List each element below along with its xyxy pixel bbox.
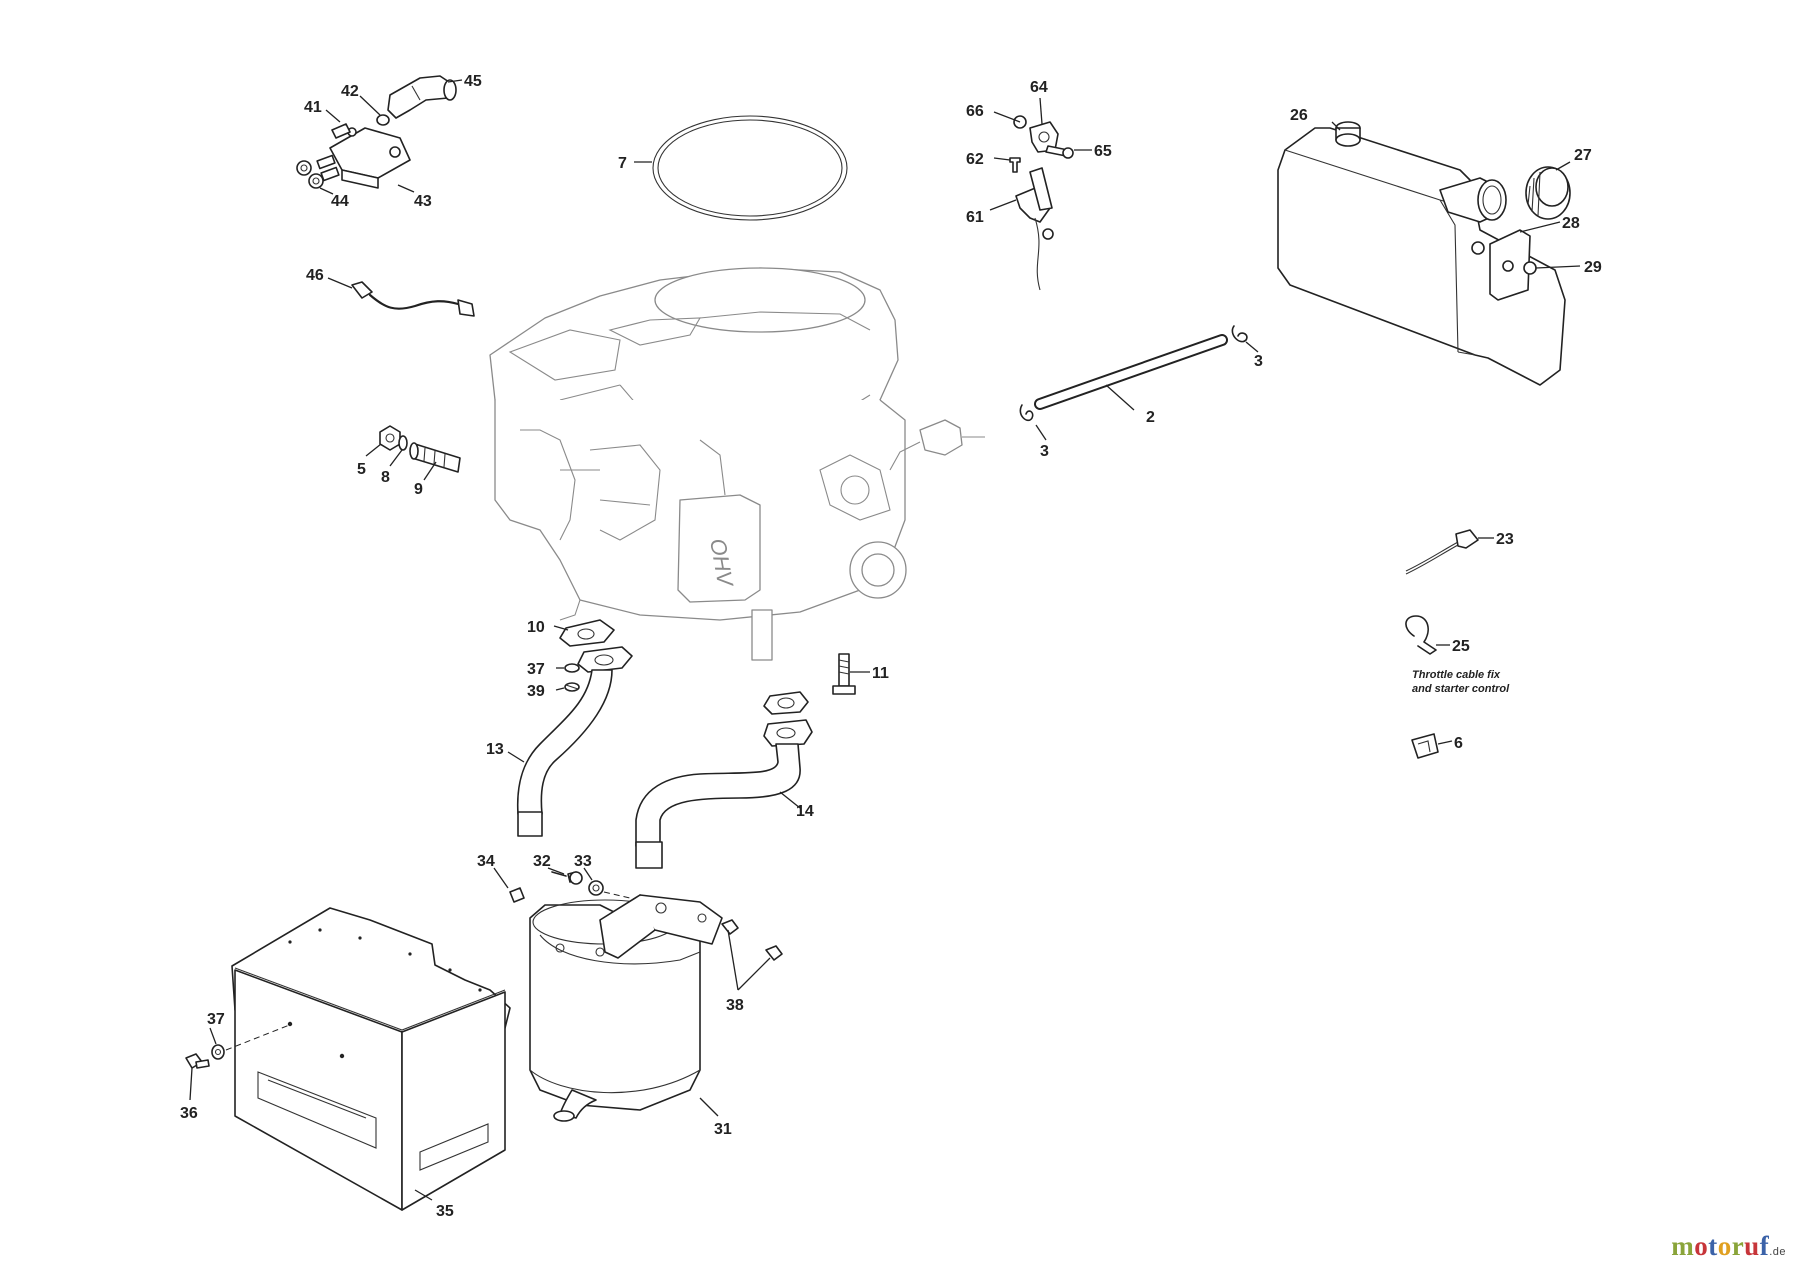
label-66: 66 <box>966 103 984 120</box>
part-labels: 41 42 45 43 44 46 5 8 9 7 66 64 65 62 61… <box>180 73 1602 1220</box>
label-31: 31 <box>714 1121 732 1138</box>
label-42: 42 <box>341 83 359 100</box>
label-25: 25 <box>1452 638 1470 655</box>
label-2: 2 <box>1146 409 1155 426</box>
gasket-ring-7 <box>652 115 848 221</box>
label-14: 14 <box>796 803 814 820</box>
label-11: 11 <box>872 665 889 682</box>
label-34: 34 <box>477 853 495 870</box>
label-44: 44 <box>331 193 349 210</box>
label-23: 23 <box>1496 531 1514 548</box>
label-26: 26 <box>1290 107 1308 124</box>
label-41: 41 <box>304 99 322 116</box>
label-65: 65 <box>1094 143 1112 160</box>
label-46: 46 <box>306 267 324 284</box>
label-6: 6 <box>1454 735 1463 752</box>
engine-illustration: OHV <box>489 267 985 661</box>
label-5: 5 <box>357 461 366 478</box>
note-line-2: and starter control <box>1412 683 1510 695</box>
label-39: 39 <box>527 683 545 700</box>
label-45: 45 <box>464 73 482 90</box>
label-3b: 3 <box>1254 353 1263 370</box>
heat-shield-35 <box>231 907 511 1211</box>
small-parts-right <box>1405 529 1479 759</box>
label-33: 33 <box>574 853 592 870</box>
exhaust-pipe-14 <box>635 691 813 869</box>
label-62: 62 <box>966 151 984 168</box>
label-32: 32 <box>533 853 551 870</box>
label-3a: 3 <box>1040 443 1049 460</box>
fuel-line <box>1019 325 1248 422</box>
bolt-36-washer-37 <box>185 1023 293 1069</box>
breather-assembly <box>296 75 457 189</box>
label-38: 38 <box>726 997 744 1014</box>
label-43: 43 <box>414 193 432 210</box>
label-37b: 37 <box>207 1011 225 1028</box>
exhaust-gasket-10 <box>559 619 615 647</box>
label-35: 35 <box>436 1203 454 1220</box>
label-37a: 37 <box>527 661 545 678</box>
label-10: 10 <box>527 619 545 636</box>
label-27: 27 <box>1574 147 1592 164</box>
fuel-tank <box>1277 121 1571 386</box>
wire-harness-46 <box>351 281 475 317</box>
label-8: 8 <box>381 469 390 486</box>
washer-37 <box>564 663 580 673</box>
label-7: 7 <box>618 155 627 172</box>
note-line-1: Throttle cable fix <box>1412 669 1501 681</box>
exhaust-pipe-13 <box>516 646 633 837</box>
bolt-11 <box>832 653 856 695</box>
site-logo: motoruf.de <box>1671 1231 1786 1261</box>
muffler-31 <box>529 894 783 1122</box>
label-36: 36 <box>180 1105 198 1122</box>
leader-lines <box>189 79 1581 1201</box>
label-61: 61 <box>966 209 984 226</box>
label-13: 13 <box>486 741 504 758</box>
stud-set <box>379 425 461 473</box>
label-28: 28 <box>1562 215 1580 232</box>
label-29: 29 <box>1584 259 1602 276</box>
label-64: 64 <box>1030 79 1048 96</box>
label-9: 9 <box>414 481 423 498</box>
throttle-control <box>1009 115 1074 291</box>
muffler-hardware <box>509 871 661 906</box>
